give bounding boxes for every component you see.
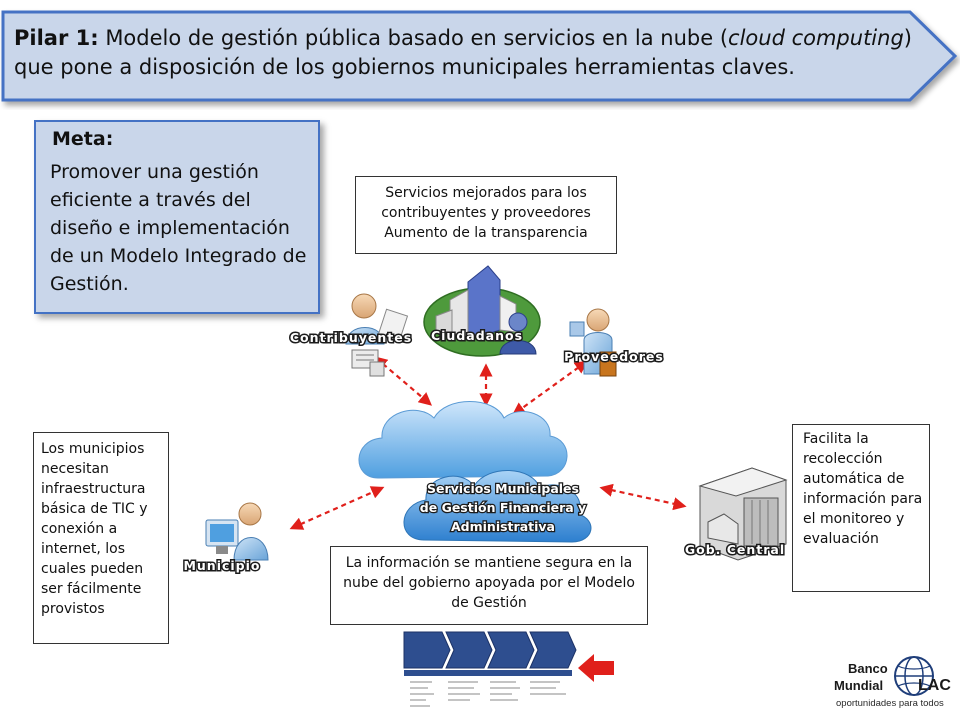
city-icon — [423, 265, 541, 357]
logo-line-1: Banco — [848, 661, 888, 676]
cloud-label-line-2: de Gestión Financiera y — [420, 500, 586, 515]
left-arrow-icon — [578, 654, 614, 682]
pillar-label: Pilar 1: — [14, 26, 99, 50]
cloud-label-line-1: Servicios Municipales — [427, 481, 579, 496]
banco-mundial-logo: Banco Mundial LAC oportunidades para tod… — [832, 640, 958, 720]
node-label-proveedores: Proveedores — [564, 349, 664, 364]
security-box: La información se mantiene segura en la … — [330, 546, 648, 625]
process-model-thumbnail — [403, 631, 577, 707]
benefits-box: Servicios mejorados para los contribuyen… — [355, 176, 617, 254]
connection-arrows — [289, 356, 687, 530]
benefits-line-2: contribuyentes y proveedores — [381, 205, 591, 221]
security-text: La información se mantiene segura en la … — [343, 555, 635, 611]
arrow-contribuyentes — [373, 356, 433, 406]
municipal-needs-box: Los municipios necesitan infraestructura… — [33, 432, 169, 644]
node-label-municipio: Municipio — [183, 558, 260, 573]
goal-title: Meta: — [52, 128, 114, 150]
node-label-gob-central: Gob. Central — [685, 542, 785, 557]
central-gov-benefits-box: Facilita la recolección automática de in… — [792, 424, 930, 592]
header-title: Pilar 1: Modelo de gestión pública basad… — [14, 24, 934, 82]
cloud-label: Servicios Municipales de Gestión Financi… — [419, 480, 588, 536]
goal-text: Promover una gestión eficiente a través … — [50, 161, 307, 295]
header-text-part1: Modelo de gestión pública basado en serv… — [98, 26, 729, 50]
node-label-ciudadanos: Ciudadanos — [431, 328, 523, 343]
header-italic-term: cloud computing — [728, 26, 904, 50]
arrow-municipio — [289, 486, 385, 530]
central-gov-benefits-text: Facilita la recolección automática de in… — [803, 431, 923, 547]
supplier-icon — [569, 308, 617, 377]
benefits-line-3: Aumento de la transparencia — [384, 225, 588, 241]
logo-line-2: Mundial — [834, 678, 883, 693]
arrow-gob-central — [599, 483, 687, 511]
cloud-label-line-3: Administrativa — [451, 519, 555, 534]
header-banner — [1, 10, 958, 102]
arrow-proveedores — [511, 360, 589, 416]
cloud-icon — [358, 401, 592, 543]
benefits-line-1: Servicios mejorados para los — [385, 185, 587, 201]
goal-box: Meta: Promover una gestión eficiente a t… — [34, 120, 320, 314]
government-building-icon — [698, 467, 788, 561]
logo-tagline: oportunidades para todos — [836, 698, 944, 709]
header-text-part2: ) que pone a disposición de los gobierno… — [14, 26, 912, 79]
municipality-icon — [205, 502, 269, 561]
logo-region: LAC — [918, 677, 951, 694]
taxpayer-icon — [345, 293, 409, 377]
node-label-contribuyentes: Contribuyentes — [290, 330, 412, 345]
municipal-needs-text: Los municipios necesitan infraestructura… — [41, 441, 148, 617]
